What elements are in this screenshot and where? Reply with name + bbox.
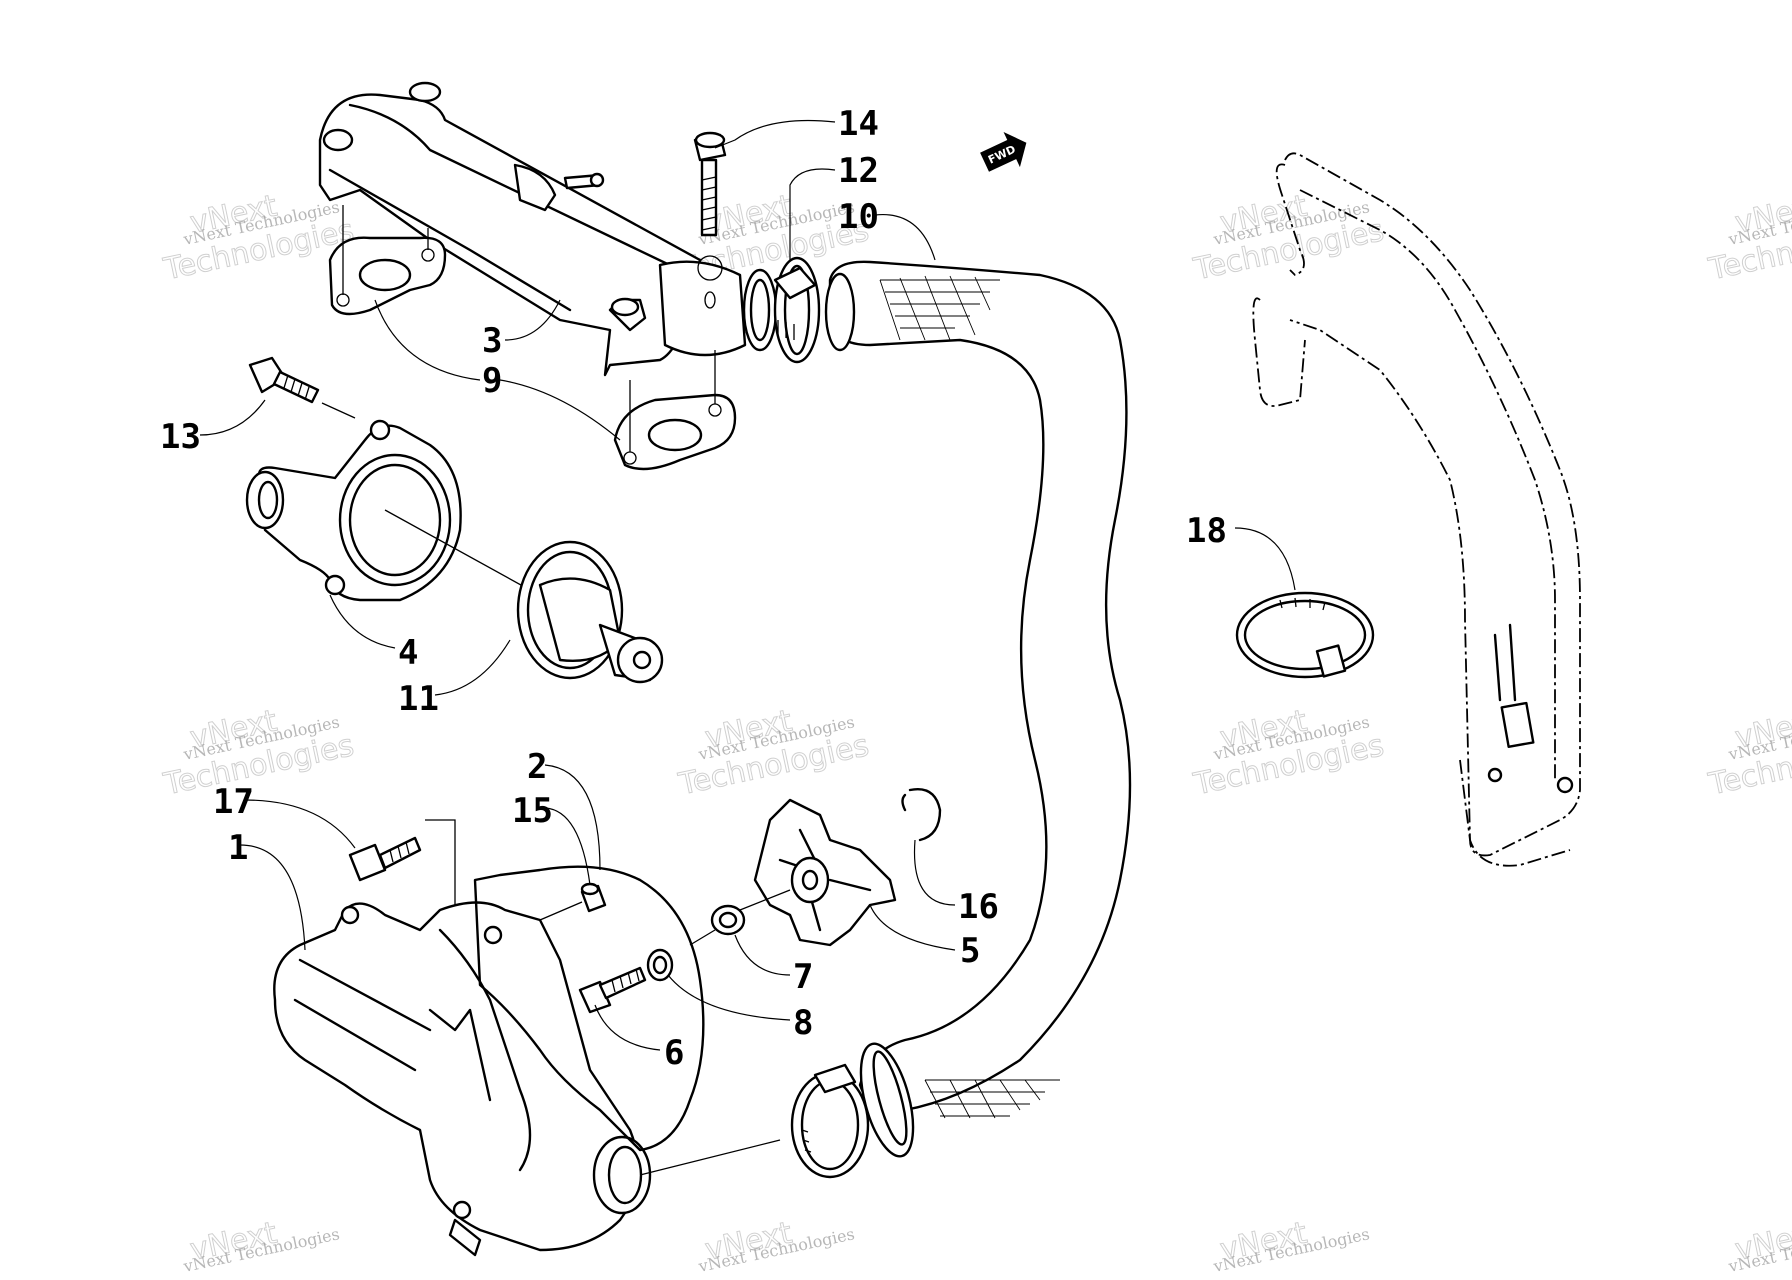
part-7-seal (689, 904, 746, 946)
lower-hose-clamp (790, 1063, 870, 1179)
callout-9: 9 (482, 361, 502, 401)
callout-4: 4 (398, 633, 418, 673)
part-12-hose-clamp (773, 256, 821, 364)
part-11-thermostat (516, 540, 664, 684)
callout-14: 14 (838, 104, 879, 144)
watermark: vNext vNext Technologies Technologies (675, 703, 873, 803)
part-5-impeller (739, 798, 897, 947)
part-10-radiator-hose (824, 260, 1132, 1158)
watermark: vNext vNext Technologies Technologies (1190, 703, 1388, 803)
callout-15: 15 (512, 791, 553, 831)
watermark: vNext vNext Technologies (1726, 1215, 1792, 1276)
callout-2: 2 (527, 747, 547, 787)
part-6-bolt (578, 966, 647, 1014)
leader-lines (199, 119, 1296, 1051)
callout-3: 3 (482, 321, 502, 361)
part-2-gasket (473, 865, 705, 1152)
callout-8: 8 (793, 1003, 813, 1043)
watermark: vNext vNext Technologies Technologies (675, 188, 873, 288)
watermark: vNext vNext Technologies (1211, 1215, 1371, 1276)
watermark: vNext vNext Technologies Technologies (160, 703, 358, 803)
watermark: vNext vNext Technologies Technologies (1705, 703, 1792, 803)
callout-1: 1 (228, 828, 248, 868)
part-15-dowel-pin (539, 882, 607, 921)
part-9-gasket-lower (613, 350, 737, 471)
part-16-circlip (901, 788, 942, 842)
part-8-washer (646, 948, 674, 982)
watermark: vNext vNext Technologies Technologies (1705, 188, 1792, 288)
callout-10: 10 (838, 197, 879, 237)
part-4-thermostat-housing (245, 419, 531, 602)
part-14-bolt (693, 131, 727, 281)
watermark: vNext vNext Technologies Technologies (1190, 188, 1388, 288)
callout-12: 12 (838, 151, 879, 191)
watermark: vNext vNext Technologies (181, 1215, 341, 1276)
callout-labels: 14 12 10 3 9 13 4 11 18 2 15 17 1 16 5 7… (160, 104, 1227, 1073)
callout-16: 16 (958, 887, 999, 927)
part-1-water-pump-cover (273, 901, 781, 1257)
callout-11: 11 (398, 679, 439, 719)
part-3-water-pipe (318, 81, 778, 377)
part-13-bolt (248, 356, 356, 419)
callout-7: 7 (793, 957, 813, 997)
callout-13: 13 (160, 417, 201, 457)
part-18-clamp (1235, 591, 1375, 679)
callout-18: 18 (1186, 511, 1227, 551)
forward-arrow-icon: FWD (980, 131, 1027, 172)
part-9-gasket-upper (328, 205, 447, 316)
callout-5: 5 (960, 931, 980, 971)
callout-17: 17 (213, 782, 254, 822)
watermark: vNext vNext Technologies (696, 1215, 856, 1276)
callout-6: 6 (664, 1033, 684, 1073)
phantom-hoses (1252, 152, 1581, 867)
